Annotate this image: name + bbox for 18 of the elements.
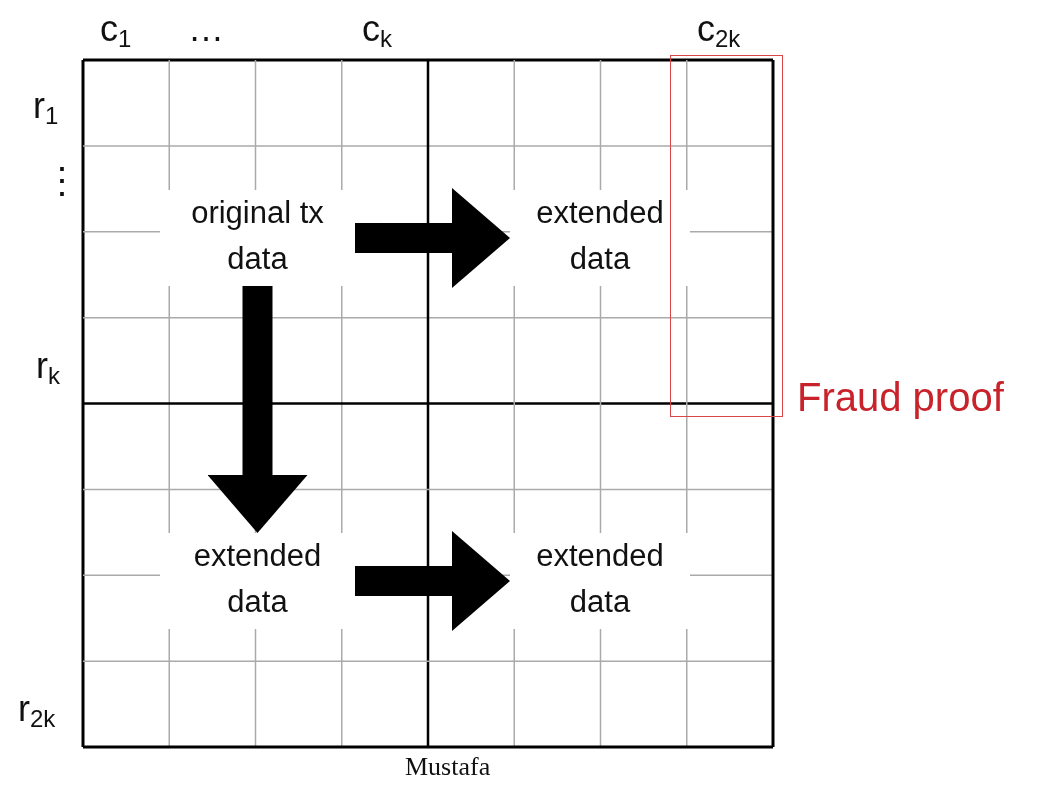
data-block-label: extended data	[510, 533, 690, 629]
caption: Mustafa	[405, 752, 491, 782]
row-label: r$_{k}$	[36, 345, 60, 390]
block-arrow	[207, 286, 308, 533]
column-label: c$_{2k}$	[697, 8, 741, 53]
data-block-label: extended data	[510, 190, 690, 286]
column-label: c$_{1}$	[100, 8, 132, 53]
row-label: r$_{2k}$	[18, 688, 56, 733]
data-block-label: original tx data	[160, 190, 355, 286]
ellipsis: ⋮	[44, 160, 80, 202]
row-label: r$_{1}$	[33, 85, 59, 130]
block-arrow	[355, 188, 510, 288]
highlight-box	[670, 55, 783, 417]
ellipsis: …	[188, 8, 224, 50]
column-label: c$_{k}$	[362, 8, 392, 53]
data-block-label: extended data	[160, 533, 355, 629]
highlight-caption: Fraud proof	[797, 375, 1004, 420]
block-arrow	[355, 531, 510, 631]
